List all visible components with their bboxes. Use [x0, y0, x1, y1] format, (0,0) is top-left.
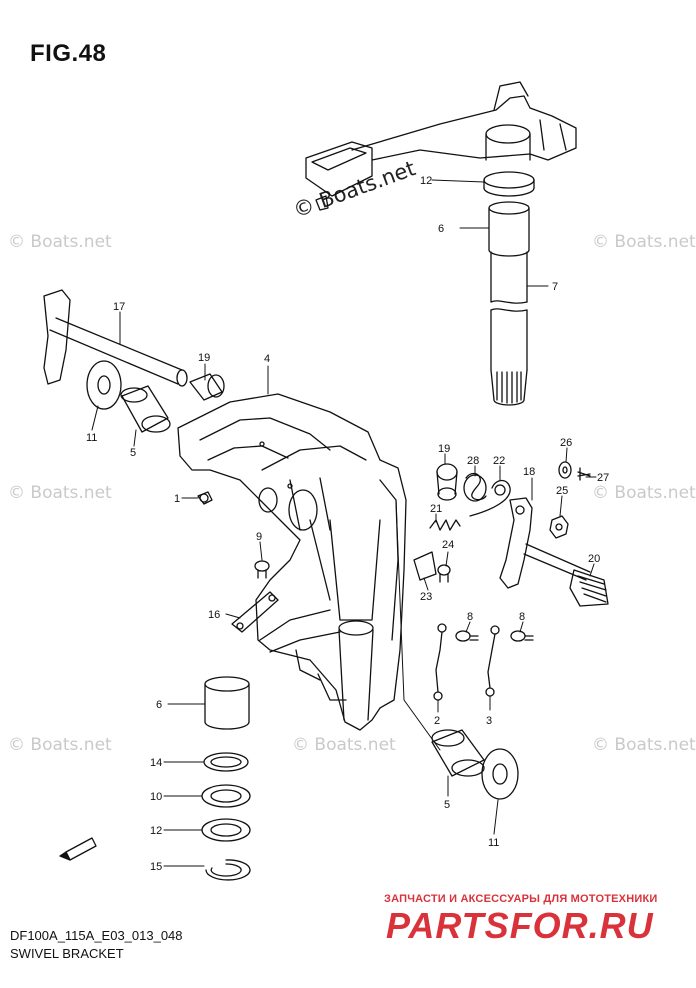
callout-8-right: 8	[519, 611, 525, 623]
watermark-center: © Boats.net	[292, 735, 396, 755]
callout-18: 18	[523, 466, 535, 478]
callout-27: 27	[597, 472, 609, 484]
callout-11-upper: 11	[86, 432, 97, 444]
callout-24: 24	[442, 539, 454, 551]
ground-wire-2	[433, 623, 447, 701]
callout-5-lower: 5	[444, 799, 450, 811]
swivel-shaft-7	[490, 251, 528, 406]
shop-logo: PARTSFOR.RU	[386, 905, 654, 946]
ring-10	[201, 784, 251, 808]
callout-14: 14	[150, 757, 162, 769]
callout-3: 3	[486, 715, 492, 727]
callout-21: 21	[430, 503, 442, 515]
bushing-19-right	[436, 463, 458, 501]
steering-bracket	[305, 81, 577, 211]
bushing-19-left	[189, 373, 225, 401]
washer-11-upper	[86, 360, 122, 410]
bolt-9	[254, 560, 270, 579]
callout-16: 16	[208, 609, 220, 621]
tilt-tube-17	[43, 289, 188, 387]
callout-20: 20	[588, 553, 600, 565]
callout-12-lower: 12	[150, 825, 162, 837]
watermark-right-3: © Boats.net	[592, 735, 696, 755]
callout-25: 25	[556, 485, 568, 497]
washer-11-lower	[481, 748, 519, 800]
bushing-5-upper	[120, 385, 171, 433]
callout-26: 26	[560, 437, 572, 449]
bushing-6-lower	[204, 676, 250, 730]
ring-12-lower	[201, 818, 251, 842]
callout-4: 4	[264, 353, 270, 365]
bushing-6-top	[488, 201, 530, 257]
callout-28: 28	[467, 455, 479, 467]
shop-tagline: ЗАПЧАСТИ И АКСЕССУАРЫ ДЛЯ МОТОТЕХНИКИ	[384, 893, 658, 905]
watermark-left-3: © Boats.net	[8, 735, 112, 755]
washer-26	[558, 461, 572, 479]
callout-19-right: 19	[438, 443, 450, 455]
tilt-lever-knob-20	[523, 543, 609, 607]
callout-22: 22	[493, 455, 505, 467]
watermark-left-2: © Boats.net	[8, 483, 112, 503]
bolt-8-left	[455, 630, 479, 642]
callout-23: 23	[420, 591, 432, 603]
callout-2: 2	[434, 715, 440, 727]
watermark-left-1: © Boats.net	[8, 232, 112, 252]
watermark-right-2: © Boats.net	[592, 483, 696, 503]
leader-lines	[91, 179, 597, 867]
callout-6-lower: 6	[156, 699, 162, 711]
callout-9: 9	[256, 531, 262, 543]
callout-11-lower: 11	[488, 837, 499, 849]
clip-22	[469, 479, 511, 517]
callout-10: 10	[150, 791, 162, 803]
swivel-bracket-body-4	[177, 393, 407, 731]
circlip-15	[205, 859, 251, 881]
plate-16	[231, 591, 279, 633]
callout-15: 15	[150, 861, 162, 873]
callout-19-left: 19	[198, 352, 210, 364]
bolt-8-right	[510, 630, 534, 642]
ground-wire-3	[485, 625, 500, 697]
plate-23	[413, 551, 437, 581]
bolt-24	[437, 564, 451, 583]
diagram-code: DF100A_115A_E03_013_048	[10, 928, 183, 943]
callout-6-top: 6	[438, 223, 444, 235]
watermark-right-1: © Boats.net	[592, 232, 696, 252]
washer-14	[203, 752, 249, 772]
callout-7: 7	[552, 281, 558, 293]
callout-17: 17	[113, 301, 125, 313]
spring-28	[463, 472, 487, 502]
diagram-caption: SWIVEL BRACKET	[10, 946, 124, 961]
callout-12-top: 12	[420, 175, 432, 187]
callout-8-left: 8	[467, 611, 473, 623]
bushing-5-lower	[431, 729, 485, 777]
spring-21	[429, 519, 461, 531]
forward-arrow-icon	[59, 837, 97, 861]
tilt-lock-lever-18	[499, 497, 533, 589]
ring-12-top	[483, 171, 535, 197]
grease-nipple-1	[197, 491, 213, 505]
callout-labels: 12 6 7 17 19 4 11 5 1 19 28 22 26 27 18 …	[86, 175, 609, 873]
figure-title: FIG.48	[30, 40, 107, 67]
callout-1: 1	[174, 493, 180, 505]
pin-27	[577, 467, 591, 481]
callout-5-upper: 5	[130, 447, 136, 459]
nut-25	[549, 515, 569, 539]
